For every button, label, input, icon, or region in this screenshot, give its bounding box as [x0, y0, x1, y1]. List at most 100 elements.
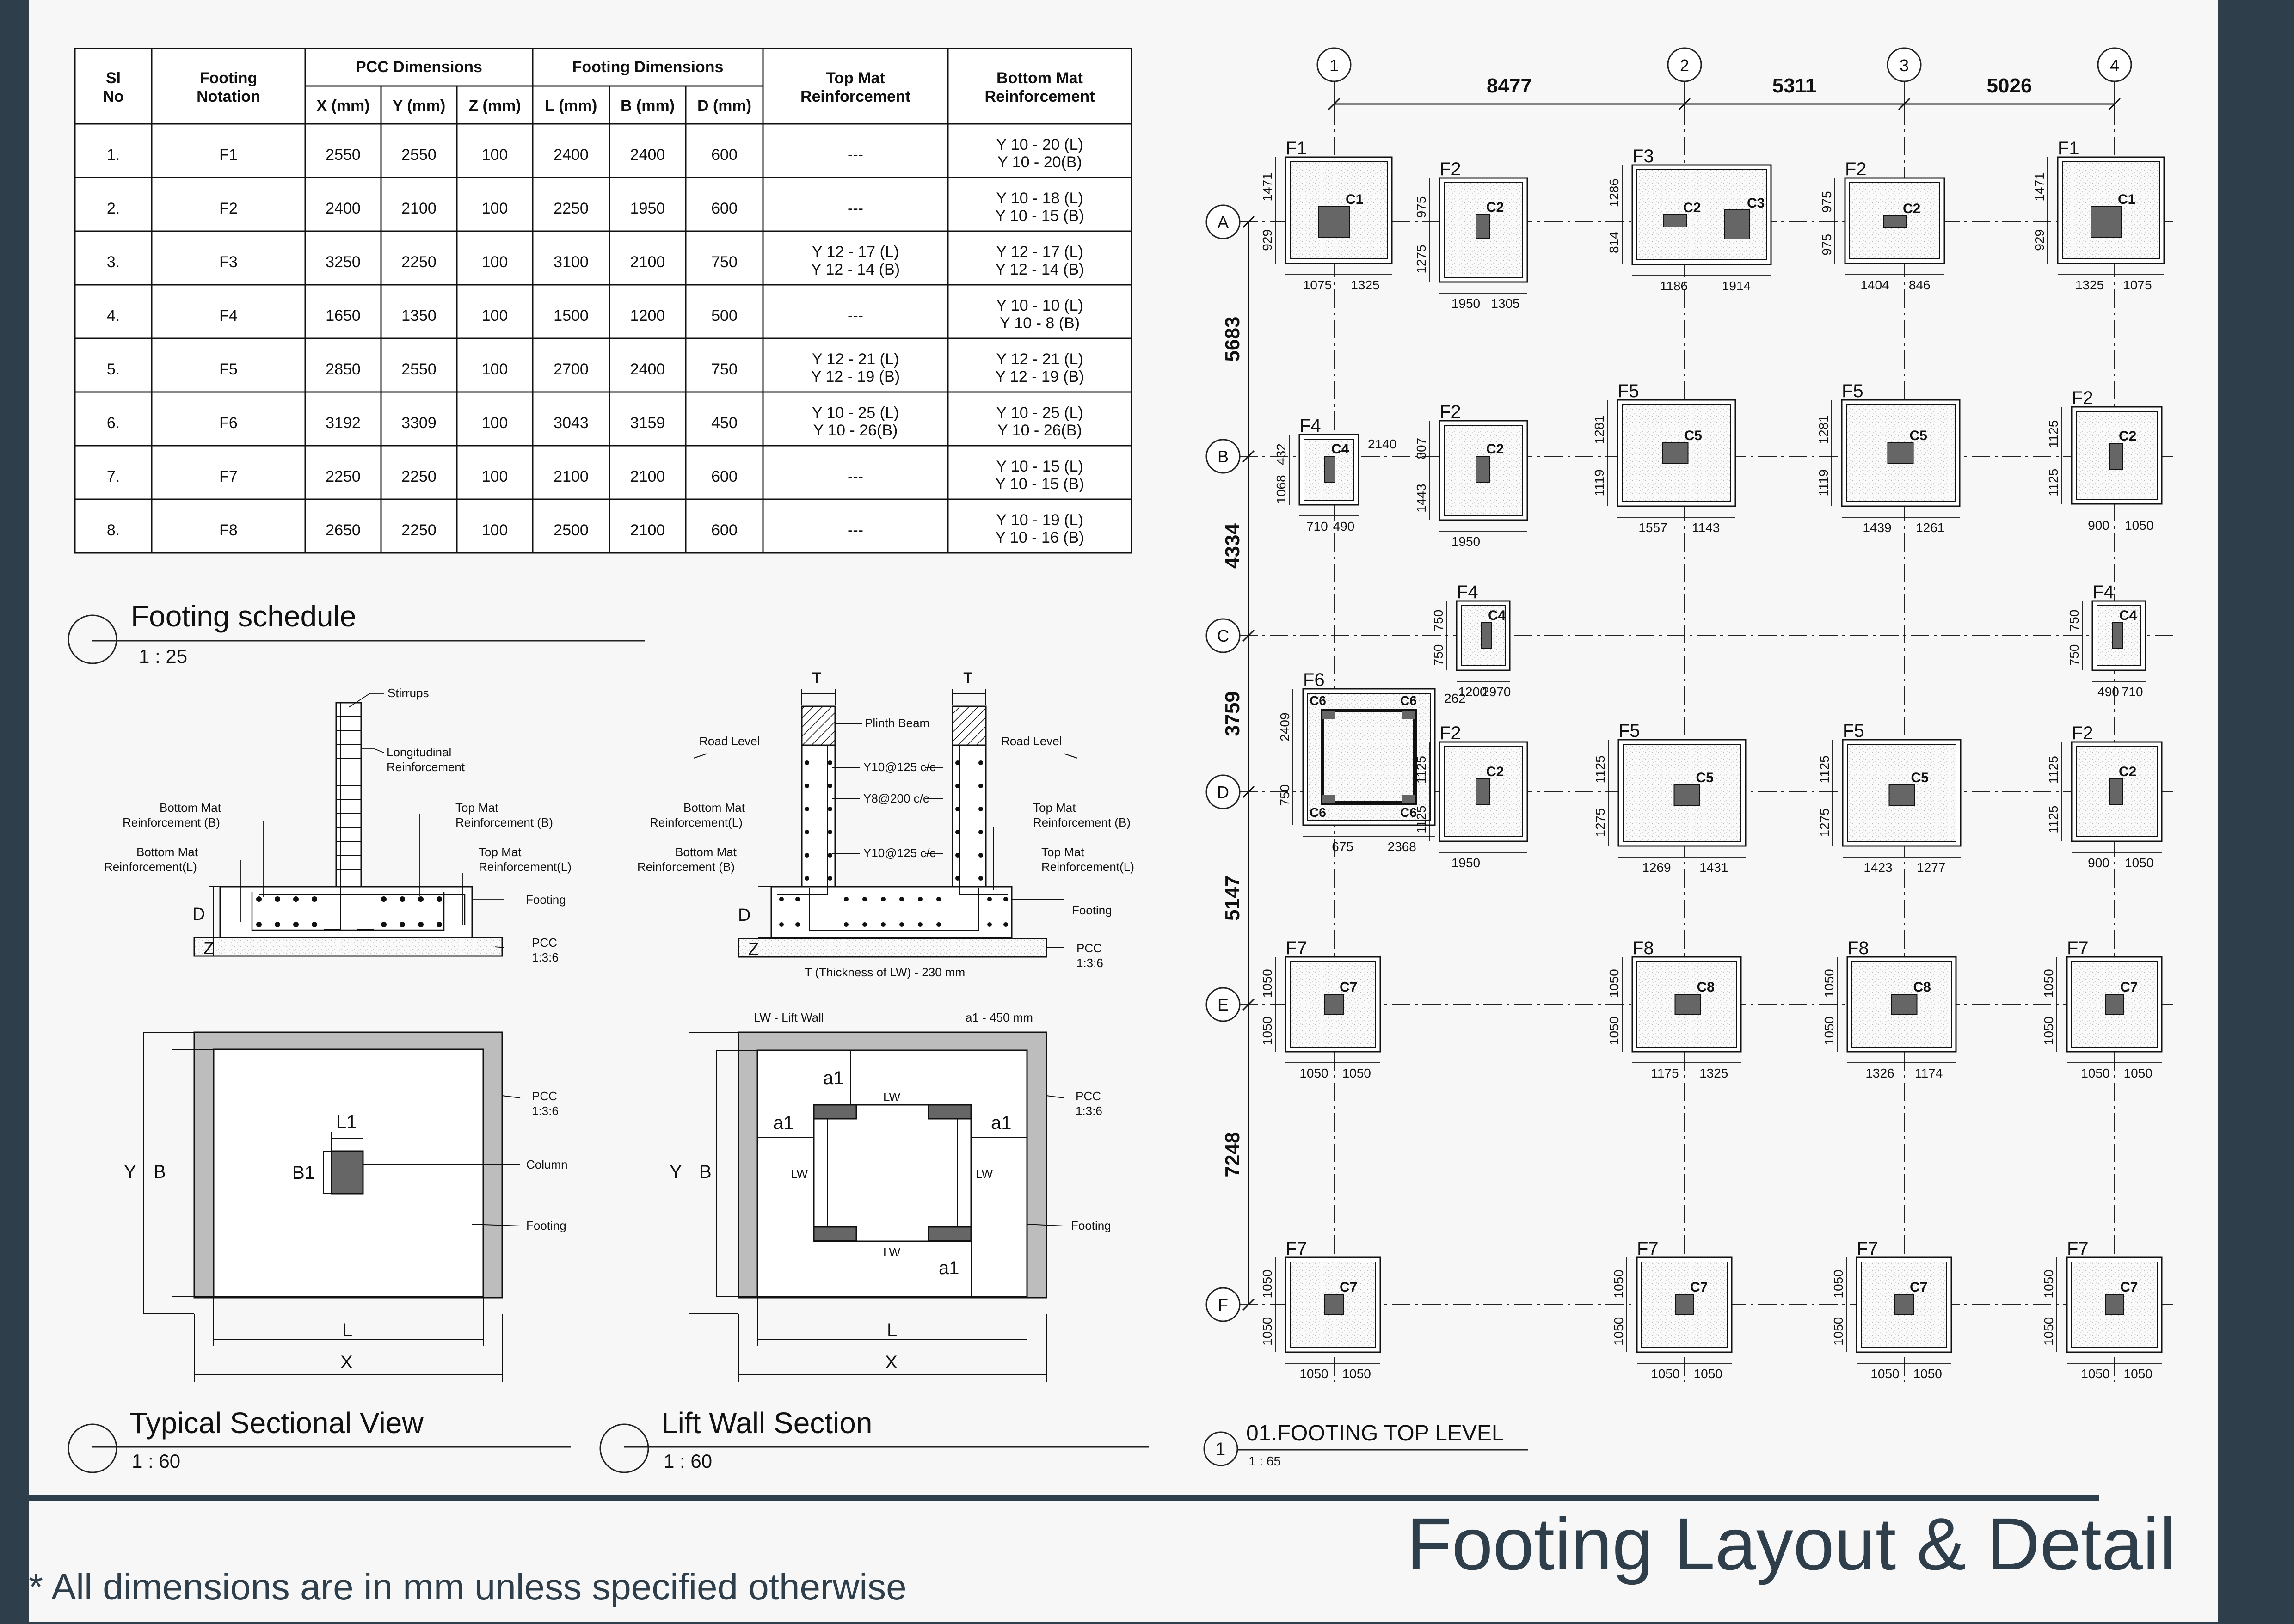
column-tag: C7 [2120, 1280, 2138, 1295]
table-cell: 100 [482, 200, 508, 217]
table-cell: Y 12 - 21 (L) [996, 350, 1083, 368]
dimension-text: 1050 [2081, 1367, 2109, 1381]
table-cell: 1500 [554, 307, 589, 325]
table-cell: Y 10 - 19 (L) [996, 511, 1083, 529]
table-cell: 2100 [554, 468, 589, 485]
table-cell: 2250 [554, 200, 589, 217]
column-block [1318, 206, 1350, 238]
svg-text:Y8@200 c/c: Y8@200 c/c [863, 791, 929, 805]
table-cell: 100 [482, 361, 508, 378]
header-pcc-dimensions: PCC Dimensions [356, 58, 482, 76]
dimension-text: 1068 [1274, 475, 1288, 503]
table-cell: F5 [219, 361, 238, 378]
grid-label-row: A [1218, 213, 1229, 232]
svg-text:Footing: Footing [1072, 903, 1112, 917]
dimension-text: 2140 [1368, 437, 1396, 451]
dimension-text: 1050 [2124, 1066, 2153, 1080]
footing-tag: F5 [1843, 721, 1864, 741]
header-sub: X (mm) [316, 97, 369, 115]
table-cell: 100 [482, 146, 508, 164]
table-cell: 2400 [554, 146, 589, 164]
table-cell: Y 12 - 21 (L) [812, 350, 899, 368]
svg-text:Road Level: Road Level [699, 734, 760, 748]
dimension-text: 1431 [1699, 860, 1728, 875]
dimension-text: 262 [1444, 691, 1466, 705]
dimension-note: * All dimensions are in mm unless specif… [29, 1566, 907, 1607]
dimension-text: 1275 [1414, 245, 1428, 273]
table-cell: F8 [219, 521, 238, 539]
column-block [1887, 442, 1914, 464]
header-bottom-mat: Bottom Mat [996, 69, 1083, 87]
column-block [1675, 1294, 1694, 1315]
typical-section-scale: 1 : 60 [132, 1450, 180, 1472]
header-top-mat: Reinforcement [800, 88, 910, 105]
svg-text:Z: Z [748, 940, 759, 959]
table-cell: 2250 [326, 468, 361, 485]
header-sub: Z (mm) [468, 97, 521, 115]
footing-tag: F3 [1632, 146, 1654, 166]
svg-text:Footing: Footing [526, 893, 566, 907]
layout-title-block: 1 01.FOOTING TOP LEVEL 1 : 65 [1203, 1421, 1528, 1468]
svg-text:Reinforcement(L): Reinforcement(L) [1041, 860, 1134, 874]
svg-text:Y: Y [670, 1162, 682, 1182]
dimension-text: 1125 [2046, 420, 2060, 448]
dimension-text: 1325 [1699, 1066, 1728, 1080]
dimension-text: 1050 [2081, 1066, 2109, 1080]
column-block [1674, 994, 1701, 1015]
table-cell: 750 [711, 361, 738, 378]
lift-wall-title-block: Lift Wall Section 1 : 60 [599, 1406, 1149, 1473]
column-tag: C2 [1486, 441, 1504, 457]
table-cell: F6 [219, 414, 238, 432]
table-cell: F4 [219, 307, 238, 325]
grid-spacing-row: 5147 [1221, 876, 1244, 921]
svg-text:Reinforcement: Reinforcement [387, 760, 465, 774]
table-cell: Y 10 - 20 (L) [996, 136, 1083, 153]
dimension-text: 814 [1607, 232, 1621, 253]
svg-text:X: X [885, 1352, 898, 1373]
table-cell: 100 [482, 521, 508, 539]
dimension-text: 1557 [1638, 521, 1667, 535]
svg-text:D: D [738, 906, 750, 925]
table-cell: 450 [711, 414, 738, 432]
dimension-text: 1050 [1299, 1066, 1328, 1080]
column-tag: C6 [1310, 693, 1326, 708]
dimension-text: 1050 [2125, 518, 2153, 533]
dimension-text: 975 [1414, 196, 1428, 218]
dimension-text: 1050 [1694, 1367, 1722, 1381]
table-cell: 3043 [554, 414, 589, 432]
table-cell: Y 10 - 16 (B) [995, 529, 1084, 546]
dimension-text: 1050 [2042, 1269, 2056, 1298]
svg-text:Plinth Beam: Plinth Beam [865, 716, 929, 730]
svg-text:Top Mat: Top Mat [479, 845, 522, 859]
svg-text:a1: a1 [823, 1068, 844, 1088]
dimension-text: 1261 [1916, 521, 1944, 535]
dimension-text: 1125 [2046, 806, 2060, 833]
dimension-text: 1050 [1299, 1367, 1328, 1381]
header-sub: L (mm) [545, 97, 597, 115]
table-cell: 2700 [554, 361, 589, 378]
svg-text:Longitudinal: Longitudinal [387, 745, 451, 759]
table-cell: 2250 [401, 521, 437, 539]
svg-text:Top Mat: Top Mat [1041, 845, 1084, 859]
footing-tag: F7 [1637, 1238, 1659, 1259]
layout-number: 1 [1215, 1439, 1225, 1459]
column-tag: C4 [2119, 608, 2137, 623]
column-tag: C6 [1400, 693, 1417, 708]
column-block [1894, 1294, 1914, 1315]
svg-text:Bottom Mat: Bottom Mat [136, 845, 198, 859]
table-cell: 2100 [630, 253, 665, 271]
svg-text:T: T [963, 669, 973, 687]
table-cell: 2550 [326, 146, 361, 164]
dimension-text: 1075 [2123, 278, 2152, 292]
svg-text:LW: LW [883, 1245, 901, 1259]
table-cell: 2650 [326, 521, 361, 539]
svg-text:Footing: Footing [526, 1219, 566, 1232]
table-cell: 2550 [401, 146, 437, 164]
